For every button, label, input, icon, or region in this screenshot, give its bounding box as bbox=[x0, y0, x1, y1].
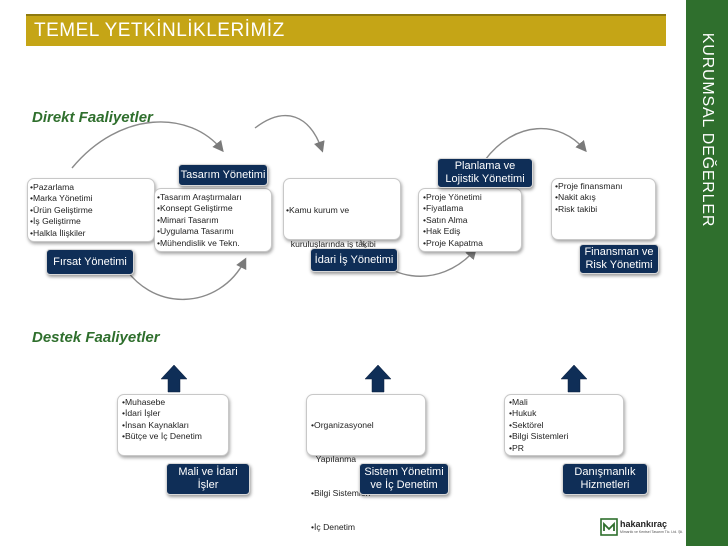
title-bar: TEMEL YETKİNLİKLERİMİZ bbox=[26, 14, 666, 46]
logo-name: hakankıraç bbox=[620, 519, 668, 529]
flow-arrow-1 bbox=[71, 121, 224, 169]
support-card-sistem-list: •Organizasyonel Yapılanma •Bilgi Sisteml… bbox=[311, 419, 374, 533]
label-idari-is-yonetimi: İdari İş Yönetimi bbox=[310, 248, 398, 272]
company-logo: hakankıraç Mimarlık ve Kentsel Tasarım T… bbox=[600, 518, 684, 540]
logo-subtitle: Mimarlık ve Kentsel Tasarım Tic. Ltd. Şt… bbox=[620, 530, 684, 534]
direct-card-firsat-list: •Pazarlama •Marka Yönetimi •Ürün Gelişti… bbox=[30, 182, 93, 238]
support-card-sistem: •Organizasyonel Yapılanma •Bilgi Sisteml… bbox=[306, 394, 426, 532]
direct-card-tasarim-list: •Tasarım Araştırmaları •Konsept Geliştir… bbox=[157, 192, 242, 248]
section-direct-heading: Direkt Faaliyetler bbox=[32, 109, 153, 126]
support-card-danismanlik-list: •Mali •Hukuk •Sektörel •Bilgi Sistemleri… bbox=[509, 397, 569, 453]
label-firsat-yonetimi: Fırsat Yönetimi bbox=[46, 249, 134, 275]
direct-card-idari-list: •Kamu kurum ve kuruluşlarında iş takibi bbox=[286, 204, 376, 250]
section-support-heading: Destek Faaliyetler bbox=[32, 329, 160, 346]
support-card-danismanlik: •Mali •Hukuk •Sektörel •Bilgi Sistemleri… bbox=[504, 394, 624, 456]
label-sistem-yonetimi: Sistem Yönetimi ve İç Denetim bbox=[359, 463, 449, 495]
label-finansman-risk: Finansman ve Risk Yönetimi bbox=[579, 244, 659, 274]
direct-card-tasarim: •Tasarım Araştırmaları •Konsept Geliştir… bbox=[154, 188, 272, 252]
direct-card-planlama-list: •Proje Yönetimi •Fiyatlama •Satın Alma •… bbox=[423, 192, 483, 248]
label-tasarim-yonetimi: Tasarım Yönetimi bbox=[178, 164, 268, 186]
direct-card-firsat: •Pazarlama •Marka Yönetimi •Ürün Gelişti… bbox=[27, 178, 155, 242]
label-danismanlik: Danışmanlık Hizmetleri bbox=[562, 463, 648, 495]
logo-mark-icon bbox=[600, 518, 618, 536]
direct-card-finansman-list: •Proje finansmanı •Nakit akış •Risk taki… bbox=[555, 181, 623, 214]
support-card-mali: •Muhasebe •İdari İşler •İnsan Kaynakları… bbox=[117, 394, 229, 456]
direct-card-planlama: •Proje Yönetimi •Fiyatlama •Satın Alma •… bbox=[418, 188, 522, 252]
sidebar: KURUMSAL DEĞERLER bbox=[686, 0, 728, 546]
page-title: TEMEL YETKİNLİKLERİMİZ bbox=[34, 20, 285, 41]
support-card-mali-list: •Muhasebe •İdari İşler •İnsan Kaynakları… bbox=[122, 397, 202, 442]
up-arrow-icon bbox=[560, 364, 588, 393]
flow-arrow-3 bbox=[354, 229, 477, 277]
up-arrow-icon bbox=[364, 364, 392, 393]
flow-arrow-5 bbox=[119, 257, 247, 301]
direct-card-idari: •Kamu kurum ve kuruluşlarında iş takibi bbox=[283, 178, 401, 249]
flow-arrow-4 bbox=[484, 128, 587, 161]
label-mali-idari: Mali ve İdari İşler bbox=[166, 463, 250, 495]
up-arrow-icon bbox=[160, 364, 188, 393]
label-planlama-lojistik: Planlama ve Lojistik Yönetimi bbox=[437, 158, 533, 188]
direct-card-finansman: •Proje finansmanı •Nakit akış •Risk taki… bbox=[551, 178, 656, 240]
flow-arrow-2 bbox=[254, 114, 325, 153]
